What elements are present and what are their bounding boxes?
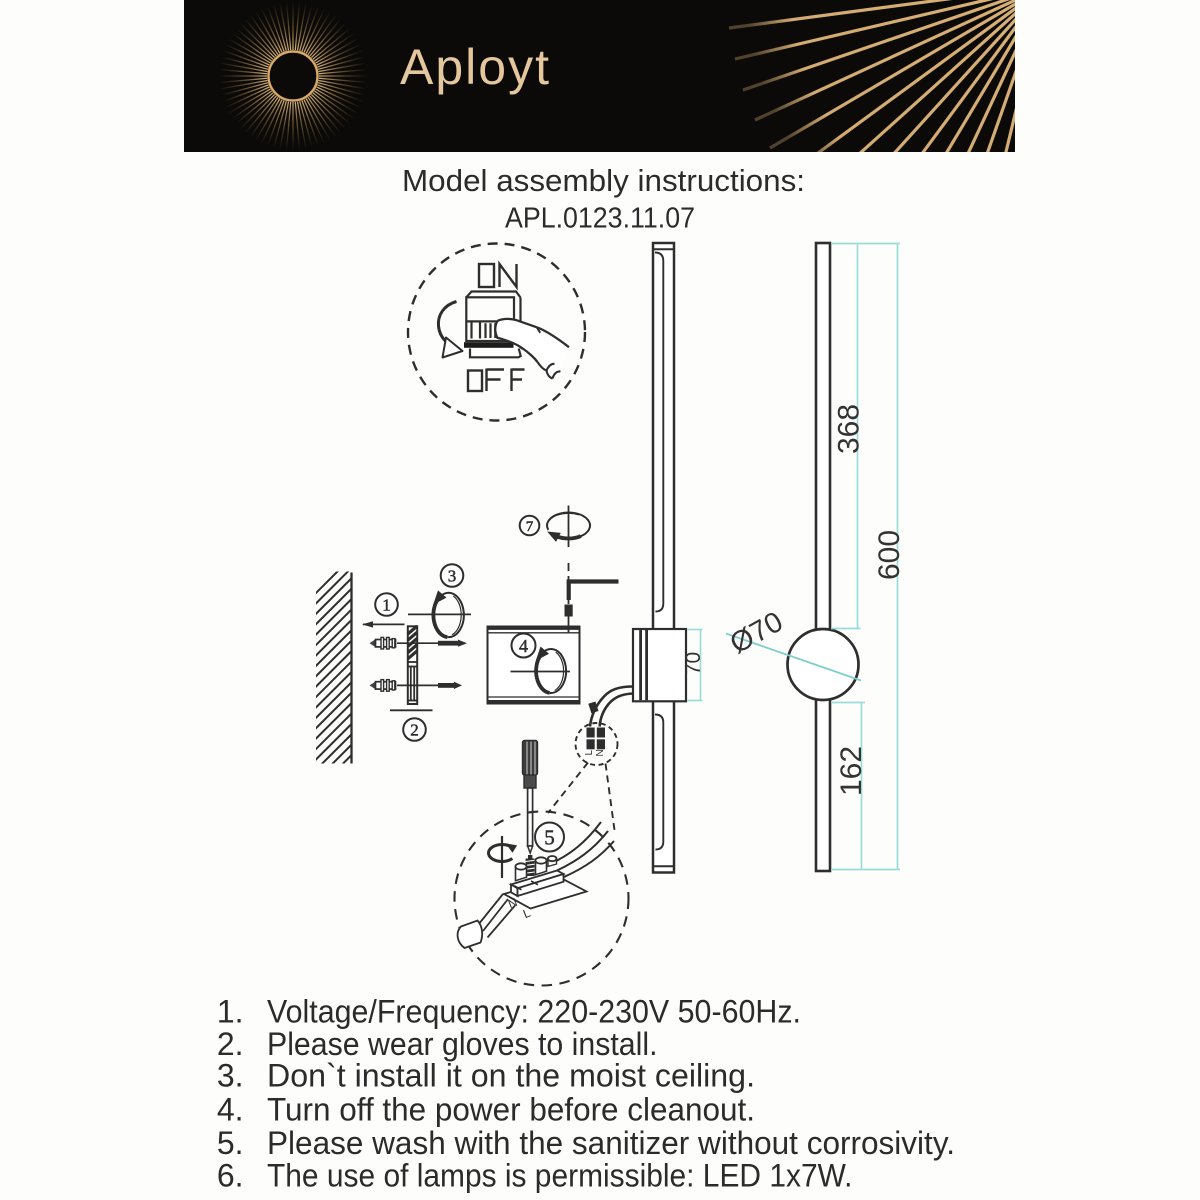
svg-text:APL.0123.11.07: APL.0123.11.07	[505, 203, 695, 235]
svg-text:2: 2	[410, 720, 419, 739]
svg-text:6.: 6.	[217, 1158, 244, 1194]
svg-text:1: 1	[382, 595, 391, 614]
svg-text:N: N	[595, 749, 606, 756]
svg-text:L: L	[584, 750, 595, 756]
svg-text:70: 70	[682, 652, 705, 675]
svg-text:4.: 4.	[217, 1092, 244, 1128]
svg-text:2.: 2.	[217, 1026, 244, 1062]
svg-text:368: 368	[833, 404, 866, 454]
svg-text:162: 162	[835, 746, 868, 796]
svg-text:Please wear gloves to install.: Please wear gloves to install.	[267, 1026, 658, 1062]
svg-text:Aployt: Aployt	[400, 39, 551, 95]
svg-text:Voltage/Frequency: 220-230V 50: Voltage/Frequency: 220-230V 50-60Hz.	[267, 994, 801, 1030]
svg-text:600: 600	[873, 530, 906, 580]
svg-text:3.: 3.	[217, 1058, 244, 1094]
svg-text:Turn off the power before clea: Turn off the power before cleanout.	[267, 1092, 755, 1128]
svg-text:7: 7	[526, 519, 534, 535]
svg-text:5.: 5.	[217, 1125, 244, 1161]
svg-text:5: 5	[544, 825, 555, 849]
svg-text:Please wash with the sanitizer: Please wash with the sanitizer without c…	[267, 1125, 955, 1161]
svg-text:The use of lamps is permissibl: The use of lamps is permissible: LED 1x7…	[267, 1158, 853, 1194]
svg-text:1.: 1.	[217, 994, 244, 1030]
svg-text:L: L	[521, 906, 533, 922]
svg-text:Don`t install it on the moist: Don`t install it on the moist ceiling.	[267, 1058, 755, 1094]
svg-text:3: 3	[448, 566, 457, 585]
svg-text:Model assembly instructions:: Model assembly instructions:	[402, 164, 805, 198]
svg-text:4: 4	[519, 636, 528, 656]
